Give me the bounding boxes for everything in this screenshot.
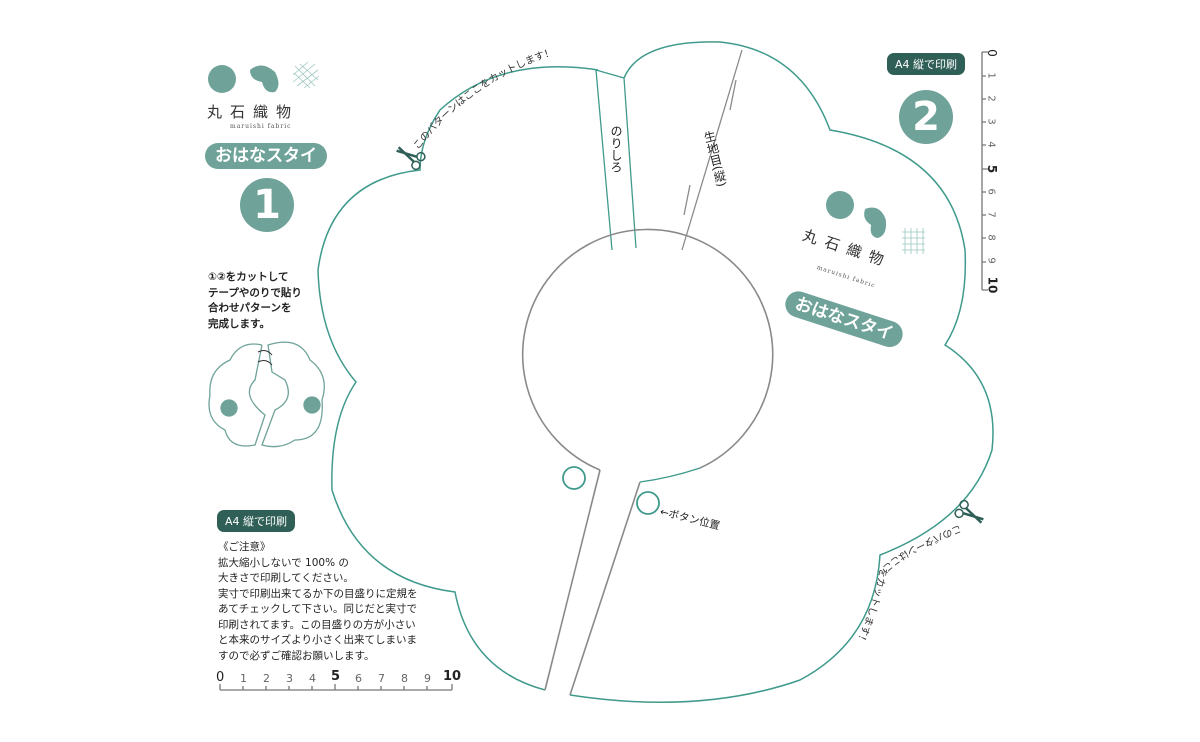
notice: 《ご注意》 拡大縮小しないで 100% の 大きさで印刷してください。 実寸で印… bbox=[218, 540, 418, 664]
instruction-line: 合わせパターンを bbox=[208, 302, 292, 314]
neck-opening bbox=[521, 228, 774, 471]
notice-line: あてチェックして下さい。同じだと実寸で bbox=[218, 603, 417, 615]
ruler-label: 6 bbox=[355, 672, 362, 685]
ruler-label: 1 bbox=[240, 672, 247, 685]
ruler-label: 7 bbox=[985, 211, 997, 218]
notice-line: 印刷されてます。この目盛りの方が小さい bbox=[218, 618, 416, 631]
ruler-label: 3 bbox=[286, 672, 293, 685]
button-marker-left bbox=[562, 466, 586, 490]
neck-join bbox=[639, 467, 701, 483]
ruler-label: 2 bbox=[985, 95, 997, 102]
grid-pattern bbox=[902, 228, 925, 254]
logo-mark bbox=[208, 61, 320, 93]
piece-number-1: 1 bbox=[240, 178, 294, 232]
ruler-label: 10 bbox=[443, 669, 462, 684]
brand-name: 丸石織物 bbox=[207, 103, 300, 121]
ruler-label: 9 bbox=[985, 257, 997, 264]
ruler-label: 5 bbox=[331, 669, 341, 684]
pattern-piece-1-outline bbox=[317, 66, 599, 691]
assembly-diagram bbox=[208, 341, 325, 448]
grain-line bbox=[681, 49, 743, 251]
ruler-label: 10 bbox=[985, 276, 1000, 294]
cut-here-text-1: このパターンはここをカットします！ bbox=[412, 47, 556, 152]
ruler-label: 1 bbox=[985, 72, 997, 79]
instruction-line: ①②をカットして bbox=[208, 271, 289, 283]
ruler-label: 0 bbox=[216, 670, 225, 685]
center-cut-line-right bbox=[569, 481, 641, 696]
notice-line: 実寸で印刷出来てるか下の目盛りに定規を bbox=[218, 587, 418, 600]
notice-line: 拡大縮小しないで 100% の bbox=[218, 556, 349, 569]
product-title: おはなスタイ bbox=[205, 143, 327, 169]
piece-number-2: 2 bbox=[899, 90, 953, 144]
ruler-label: 0 bbox=[984, 49, 999, 57]
ruler-label: 2 bbox=[263, 672, 270, 685]
logo-mark-2 bbox=[826, 191, 887, 238]
print-badge-right: A4 縦で印刷 bbox=[887, 53, 966, 75]
instructions: ①②をカットして テープやのりで貼り 合わせパターンを 完成します。 bbox=[208, 270, 302, 332]
ruler-label: 7 bbox=[378, 672, 385, 685]
ruler-horizontal bbox=[219, 684, 453, 691]
ruler-label: 4 bbox=[985, 141, 997, 148]
ruler-vertical bbox=[981, 51, 988, 291]
ruler-label: 5 bbox=[985, 164, 1000, 174]
print-badge-left: A4 縦で印刷 bbox=[217, 510, 296, 532]
ruler-label: 9 bbox=[424, 672, 431, 685]
pattern-piece-2-outline bbox=[569, 41, 994, 704]
instruction-line: テープやのりで貼り bbox=[208, 286, 302, 299]
ruler-label: 8 bbox=[401, 672, 408, 685]
brand-sub: maruishi fabric bbox=[230, 123, 292, 130]
scissors-icon bbox=[396, 146, 426, 171]
scissors-icon bbox=[954, 499, 984, 524]
notice-heading: 《ご注意》 bbox=[218, 541, 271, 553]
seam-allowance-strip bbox=[595, 69, 637, 251]
seam-allowance-label: のりしろ bbox=[609, 125, 623, 173]
notice-line: すので必ずご確認お願いします。 bbox=[218, 649, 375, 662]
ruler-label: 6 bbox=[985, 188, 997, 195]
button-marker-right bbox=[636, 491, 660, 515]
notice-line: と本来のサイズより小さく出来てしまいま bbox=[218, 634, 417, 646]
notice-line: 大きさで印刷してください。 bbox=[218, 572, 354, 584]
ruler-label: 3 bbox=[985, 118, 997, 125]
center-cut-line-left bbox=[544, 469, 601, 691]
cut-here-text-2: このパターンはここをカットします！ bbox=[853, 522, 962, 646]
instruction-line: 完成します。 bbox=[208, 317, 270, 330]
ruler-label: 8 bbox=[985, 234, 997, 241]
ruler-label: 4 bbox=[309, 672, 316, 685]
